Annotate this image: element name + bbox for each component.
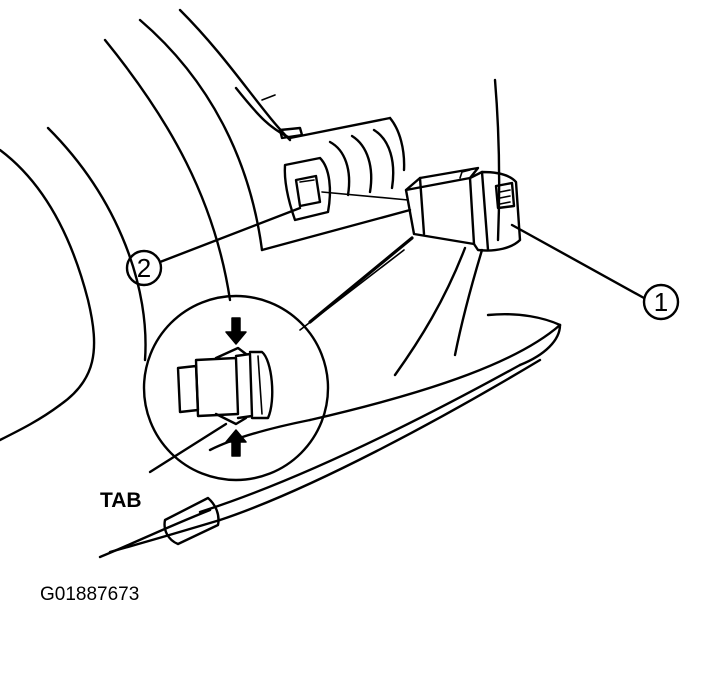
tab-label: TAB: [100, 489, 142, 512]
detail-view: [142, 294, 330, 482]
callout-2-number: 2: [137, 253, 151, 283]
switch-assembly: [321, 166, 522, 252]
dashboard-panel-outline: [0, 8, 412, 442]
press-arrow-down-icon: [225, 317, 247, 345]
detail-leader-lines: [299, 236, 414, 331]
press-arrow-up-icon: [225, 429, 247, 457]
callout-2: 2: [125, 206, 302, 287]
callout-1: 1: [510, 223, 680, 321]
lower-panel-outline: [98, 78, 562, 559]
tab-callout: TAB: [100, 422, 228, 512]
vent-louvres: [328, 128, 395, 197]
switch-opening: [283, 156, 332, 222]
lower-trim-clip: [163, 496, 220, 546]
figure-code: G01887673: [40, 584, 139, 605]
callout-1-number: 1: [654, 287, 668, 317]
